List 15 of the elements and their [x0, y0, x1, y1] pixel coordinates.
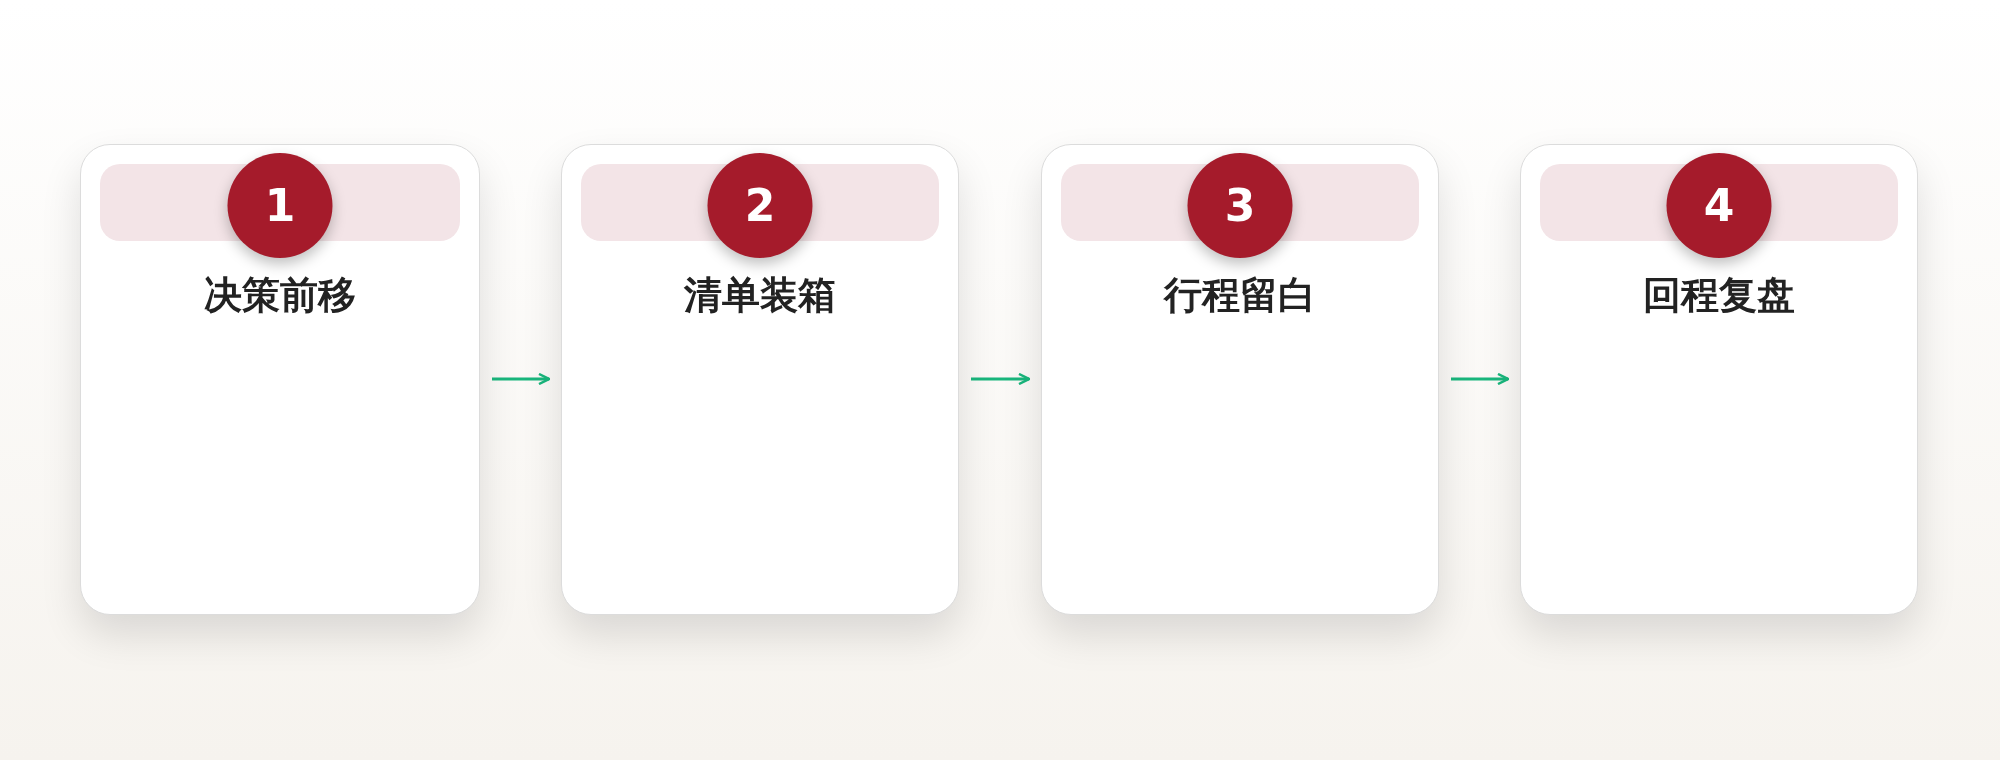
step-number: 2: [707, 153, 813, 258]
step-card: [1041, 144, 1439, 615]
step-title: 回程复盘: [1642, 272, 1796, 319]
step-card: [561, 144, 959, 615]
step-title: 行程留白: [1162, 272, 1317, 319]
step-card: [1520, 144, 1918, 615]
arrow: [1451, 372, 1510, 386]
step-title: 清单装箱: [683, 272, 837, 319]
arrow: [971, 372, 1031, 386]
step-card: [80, 144, 480, 615]
arrow: [492, 372, 551, 386]
step-number: 3: [1187, 153, 1293, 258]
step-number: 1: [227, 153, 333, 258]
step-title: 决策前移: [203, 272, 357, 319]
step-number: 4: [1666, 153, 1772, 258]
